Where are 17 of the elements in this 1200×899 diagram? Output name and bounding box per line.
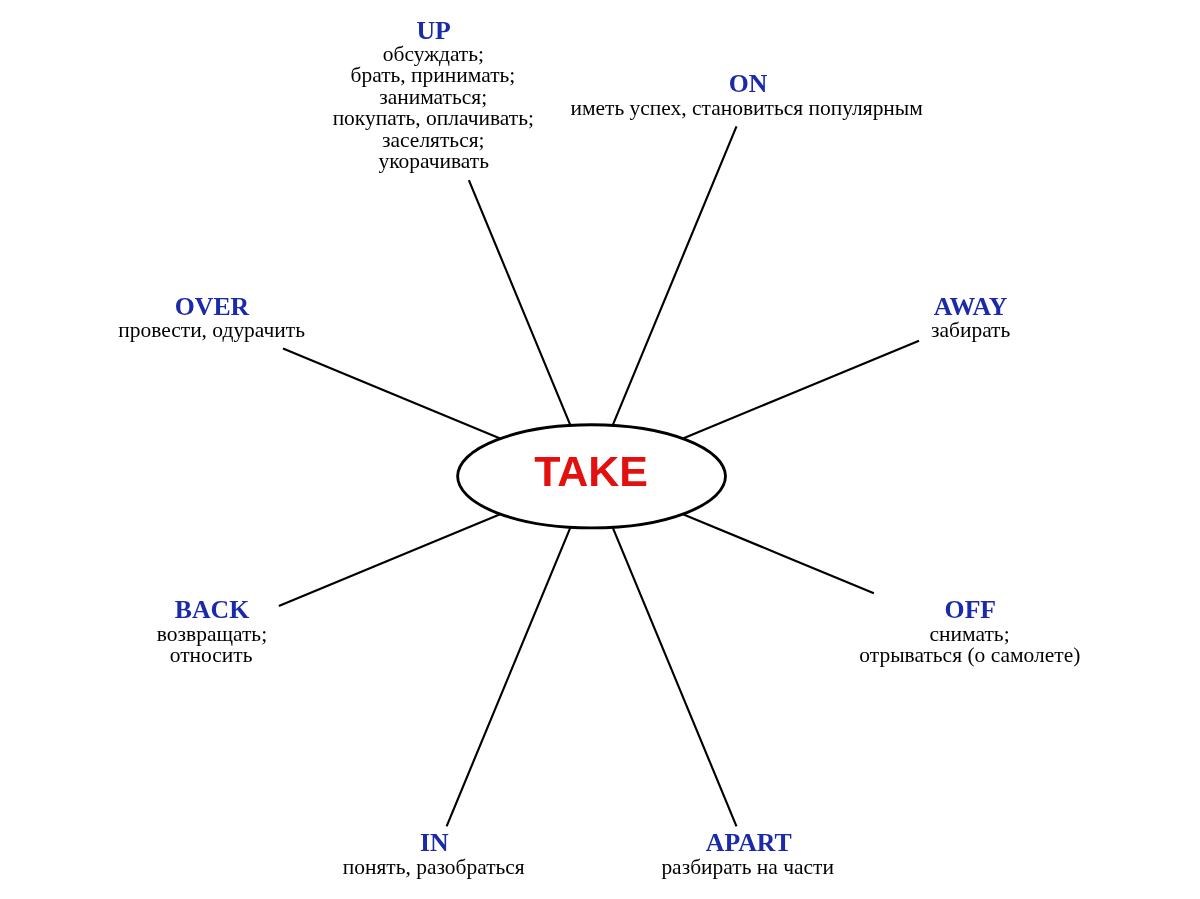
connector bbox=[611, 527, 737, 827]
node-text: AWAY забирать bbox=[930, 291, 1010, 343]
node-text: OFF снимать; отрываться (о самолете) bbox=[858, 595, 1080, 668]
node-text: IN понять, разобраться bbox=[342, 828, 525, 879]
node-text: OVER провести, одурачить bbox=[117, 291, 305, 343]
connector bbox=[277, 513, 501, 607]
connector bbox=[682, 339, 919, 440]
connector bbox=[682, 513, 874, 595]
connector bbox=[445, 527, 571, 827]
node-text: ON иметь успех, становиться популярным bbox=[569, 69, 923, 120]
node-text: APART разбирать на части bbox=[660, 828, 834, 879]
connector bbox=[282, 347, 501, 440]
connector bbox=[467, 179, 571, 426]
node-text: UP обсуждать; брать, принимать; заниматься; покупать, оплачивать; заселяться; укорачивать bbox=[332, 15, 534, 174]
node-ellipse: TAKE bbox=[455, 423, 727, 530]
connector bbox=[611, 126, 737, 426]
node-text: BACK возвращать; относить bbox=[156, 595, 267, 668]
